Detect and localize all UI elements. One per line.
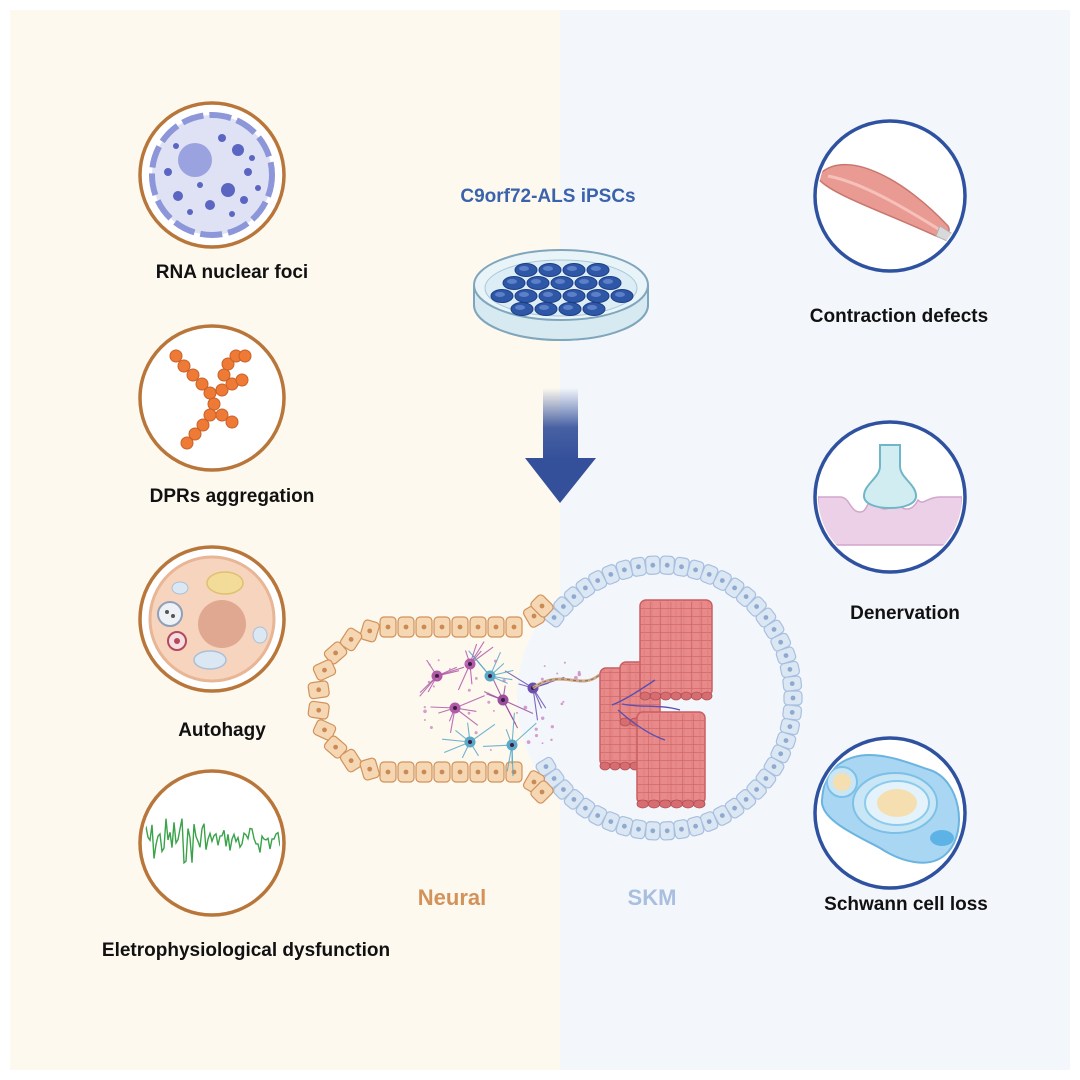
muscle-fiber-icon: [813, 119, 967, 273]
label-contraction-defects: Contraction defects: [809, 306, 989, 327]
petri-dish-icon: [473, 249, 649, 341]
differentiation-arrow: [525, 388, 596, 503]
label-autophagy: Autohagy: [178, 720, 266, 741]
electrophysiology-trace-icon: [138, 769, 286, 917]
label-schwann-cell-loss: Schwann cell loss: [824, 894, 988, 915]
label-electrophysiological-dysfunction: Eletrophysiological dysfunction: [101, 940, 391, 961]
label-denervation: Denervation: [850, 603, 960, 624]
left-panel-background: [10, 10, 560, 1070]
label-rna-nuclear-foci: RNA nuclear foci: [155, 262, 309, 283]
rna-foci-nucleus-icon: [138, 101, 286, 249]
neuromuscular-junction-icon: [813, 420, 967, 574]
label-skm: SKM: [627, 885, 677, 910]
dpr-aggregate-icon: [138, 324, 286, 472]
schwann-cell-icon: [813, 736, 967, 890]
neural-region: [307, 594, 620, 804]
diagram-title: C9orf72-ALS iPSCs: [460, 186, 636, 207]
label-dprs-aggregation: DPRs aggregation: [149, 486, 315, 507]
muscle-bundles: [599, 599, 713, 809]
autophagy-cell-icon: [138, 545, 286, 693]
label-neural: Neural: [417, 885, 487, 910]
